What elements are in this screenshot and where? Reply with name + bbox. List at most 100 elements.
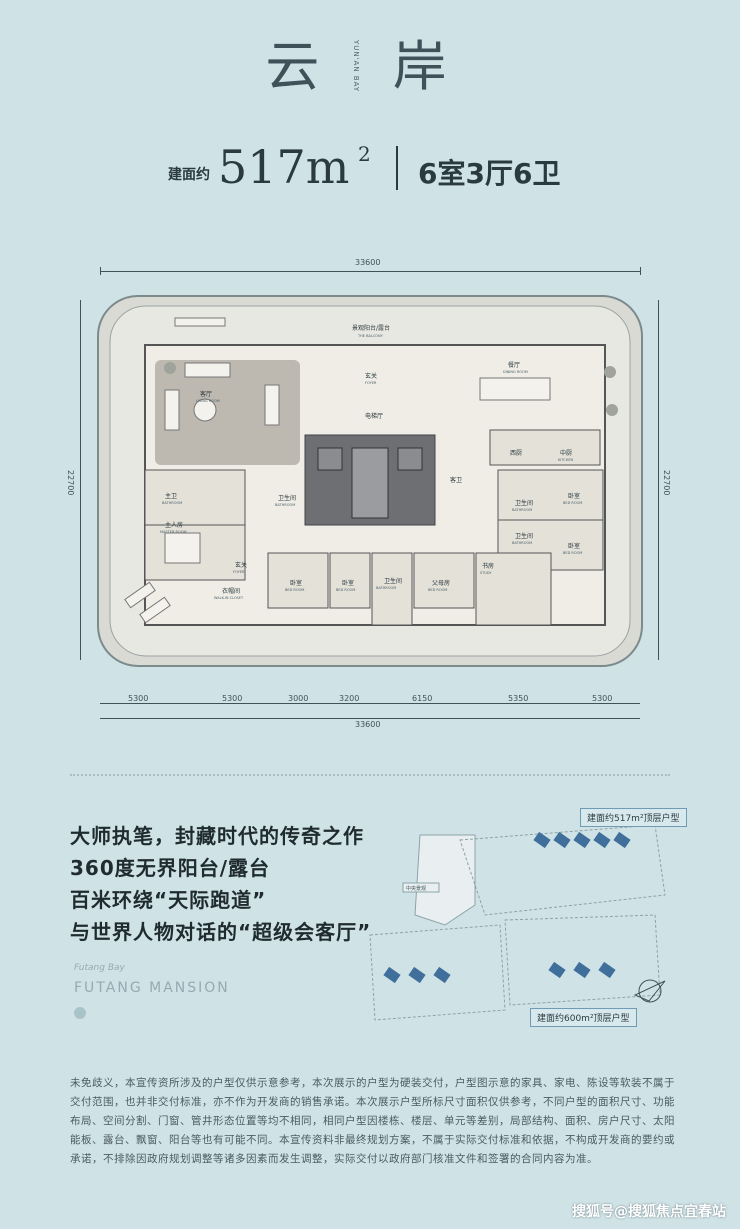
bedroom-bottom-1 [267, 552, 329, 609]
room-label-bath-r2: 卫生间 [515, 532, 533, 540]
brand-subtitle: Futang Bay [74, 963, 125, 973]
room-label-western-kitchen: 西厨 [510, 450, 522, 457]
vertical-subtitle: YUN'AN BAY [352, 40, 360, 93]
room-label-foyer-top-en: FOYER [365, 381, 377, 385]
bottom-segment-7: 5300 [592, 694, 613, 703]
page-title: 云 岸 [265, 35, 475, 98]
plant-icon [164, 362, 176, 374]
room-label-bed-b1: 卧室 [290, 579, 302, 587]
unit-tile [593, 831, 611, 849]
block-outline [504, 914, 661, 1006]
area-summary: 建面约 517m 2 6室3厅6卫 [0, 140, 740, 200]
unit-tile [613, 831, 631, 849]
room-label-chinese-kitchen-en: KITCHEN [558, 458, 574, 462]
room-label-elevator: 电梯厅 [365, 412, 383, 420]
unit-tile [433, 966, 451, 984]
room-label-parents-en: BED ROOM [428, 588, 447, 592]
center-label: 中央景观 [406, 885, 426, 892]
elevator-icon [397, 447, 423, 471]
master-bed-icon [164, 532, 201, 564]
room-label-dining-en: DINING ROOM [503, 370, 528, 374]
plant-icon [604, 366, 616, 378]
slogan-1: 大师执笔，封藏时代的传奇之作 [70, 824, 364, 848]
bench-icon [174, 317, 226, 327]
unit-tile [383, 966, 401, 984]
slogan-4: 与世界人物对话的“超级会客厅” [70, 920, 372, 944]
block-outline [369, 924, 506, 1021]
area-prefix: 建面约 [168, 167, 210, 183]
top-dimension-line [100, 271, 640, 272]
sofa-icon [184, 362, 231, 378]
plant-icon [606, 404, 618, 416]
unit-tile [548, 961, 566, 979]
sofa-icon [264, 384, 280, 426]
floor-plan: 景观阳台/露台 THE BALCONY 玄关 FOYER 客厅 LIVING R… [97, 295, 643, 667]
room-label-bath-b-en: BATHROOM [376, 586, 396, 590]
room-label-study-en: STUDY [480, 571, 492, 575]
unit-tile [598, 961, 616, 979]
bottom-segments-line [100, 703, 640, 704]
left-height-dimension: 22700 [66, 470, 75, 496]
bottom-total-dimension: 33600 [355, 720, 381, 729]
kitchen-area [489, 429, 601, 466]
room-label-bed-r2: 卧室 [568, 542, 580, 550]
master-bath-area [144, 469, 246, 526]
slogan-2: 360度无界阳台/露台 [70, 856, 271, 880]
room-label-foyer-top: 玄关 [365, 372, 377, 380]
room-label-bed-r2-en: BED ROOM [563, 551, 582, 555]
room-label-balcony: 景观阳台/露台 [352, 324, 390, 332]
living-room-area [155, 360, 300, 465]
room-label-parents: 父母房 [432, 579, 450, 587]
room-label-chinese-kitchen: 中厨 [560, 449, 572, 457]
room-label-bed-r1: 卧室 [568, 492, 580, 500]
dotted-divider [70, 774, 670, 776]
room-label-master-bed: 主人房 [165, 521, 183, 529]
bathroom-bottom [371, 552, 413, 626]
dimension-tick [100, 267, 101, 275]
room-count: 6室3厅6卫 [418, 157, 561, 190]
room-label-bath-r2-en: BATHROOM [512, 541, 532, 545]
room-label-master-bed-en: MASTER ROOM [160, 530, 187, 534]
bedroom-right-1 [497, 469, 604, 521]
bottom-segment-2: 5300 [222, 694, 243, 703]
center-label-box [402, 882, 440, 893]
site-plan: 中央景观 [369, 824, 666, 1021]
unit-tile [573, 961, 591, 979]
room-label-bath-r1: 卫生间 [515, 499, 533, 507]
badge-517: 建面约517m²顶层户型 [580, 808, 687, 827]
left-dimension-line [80, 300, 81, 660]
bottom-segment-3: 3000 [288, 694, 309, 703]
room-label-balcony-en: THE BALCONY [357, 334, 384, 338]
unit-tile [573, 831, 591, 849]
building-outline [414, 834, 476, 926]
room-label-bed-b2-en: BED ROOM [336, 588, 355, 592]
room-label-master-bath-en: BATHROOM [162, 501, 182, 505]
room-label-foyer-bottom: 玄关 [235, 561, 247, 569]
room-label-living-en: LIVING ROOM [196, 399, 220, 403]
stairs-icon [351, 447, 389, 519]
area-separator [396, 146, 398, 190]
study-room [475, 552, 552, 626]
dimension-tick [640, 267, 641, 275]
bottom-segment-6: 5350 [508, 694, 529, 703]
unit-tile [553, 831, 571, 849]
right-height-dimension: 22700 [662, 470, 671, 496]
room-label-bath-b: 卫生间 [384, 577, 402, 585]
watermark: 搜狐号@搜狐焦点宜春站 [572, 1204, 726, 1220]
bottom-segment-1: 5300 [128, 694, 149, 703]
bottom-segment-4: 3200 [339, 694, 360, 703]
right-dimension-line [658, 300, 659, 660]
room-label-study: 书房 [482, 562, 494, 570]
disclaimer-text: 未免歧义，本宣传资所涉及的户型仅供示意参考，本次展示的户型为硬装交付，户型图示意… [70, 1077, 675, 1165]
room-label-bath-center-en: BATHROOM [275, 503, 295, 507]
room-label-bed-b1-en: BED ROOM [285, 588, 304, 592]
lounger-icon [124, 581, 156, 609]
brand-name: FUTANG MANSION [74, 980, 230, 996]
coffee-table-icon [193, 398, 217, 422]
room-label-bath-center: 卫生间 [278, 494, 296, 502]
top-total-dimension: 33600 [355, 258, 381, 267]
room-label-master-bath: 主卫 [165, 492, 177, 500]
room-label-living: 客厅 [200, 390, 212, 398]
parents-bedroom [413, 552, 475, 609]
room-label-foyer-bottom-en: FOYER [233, 570, 245, 574]
